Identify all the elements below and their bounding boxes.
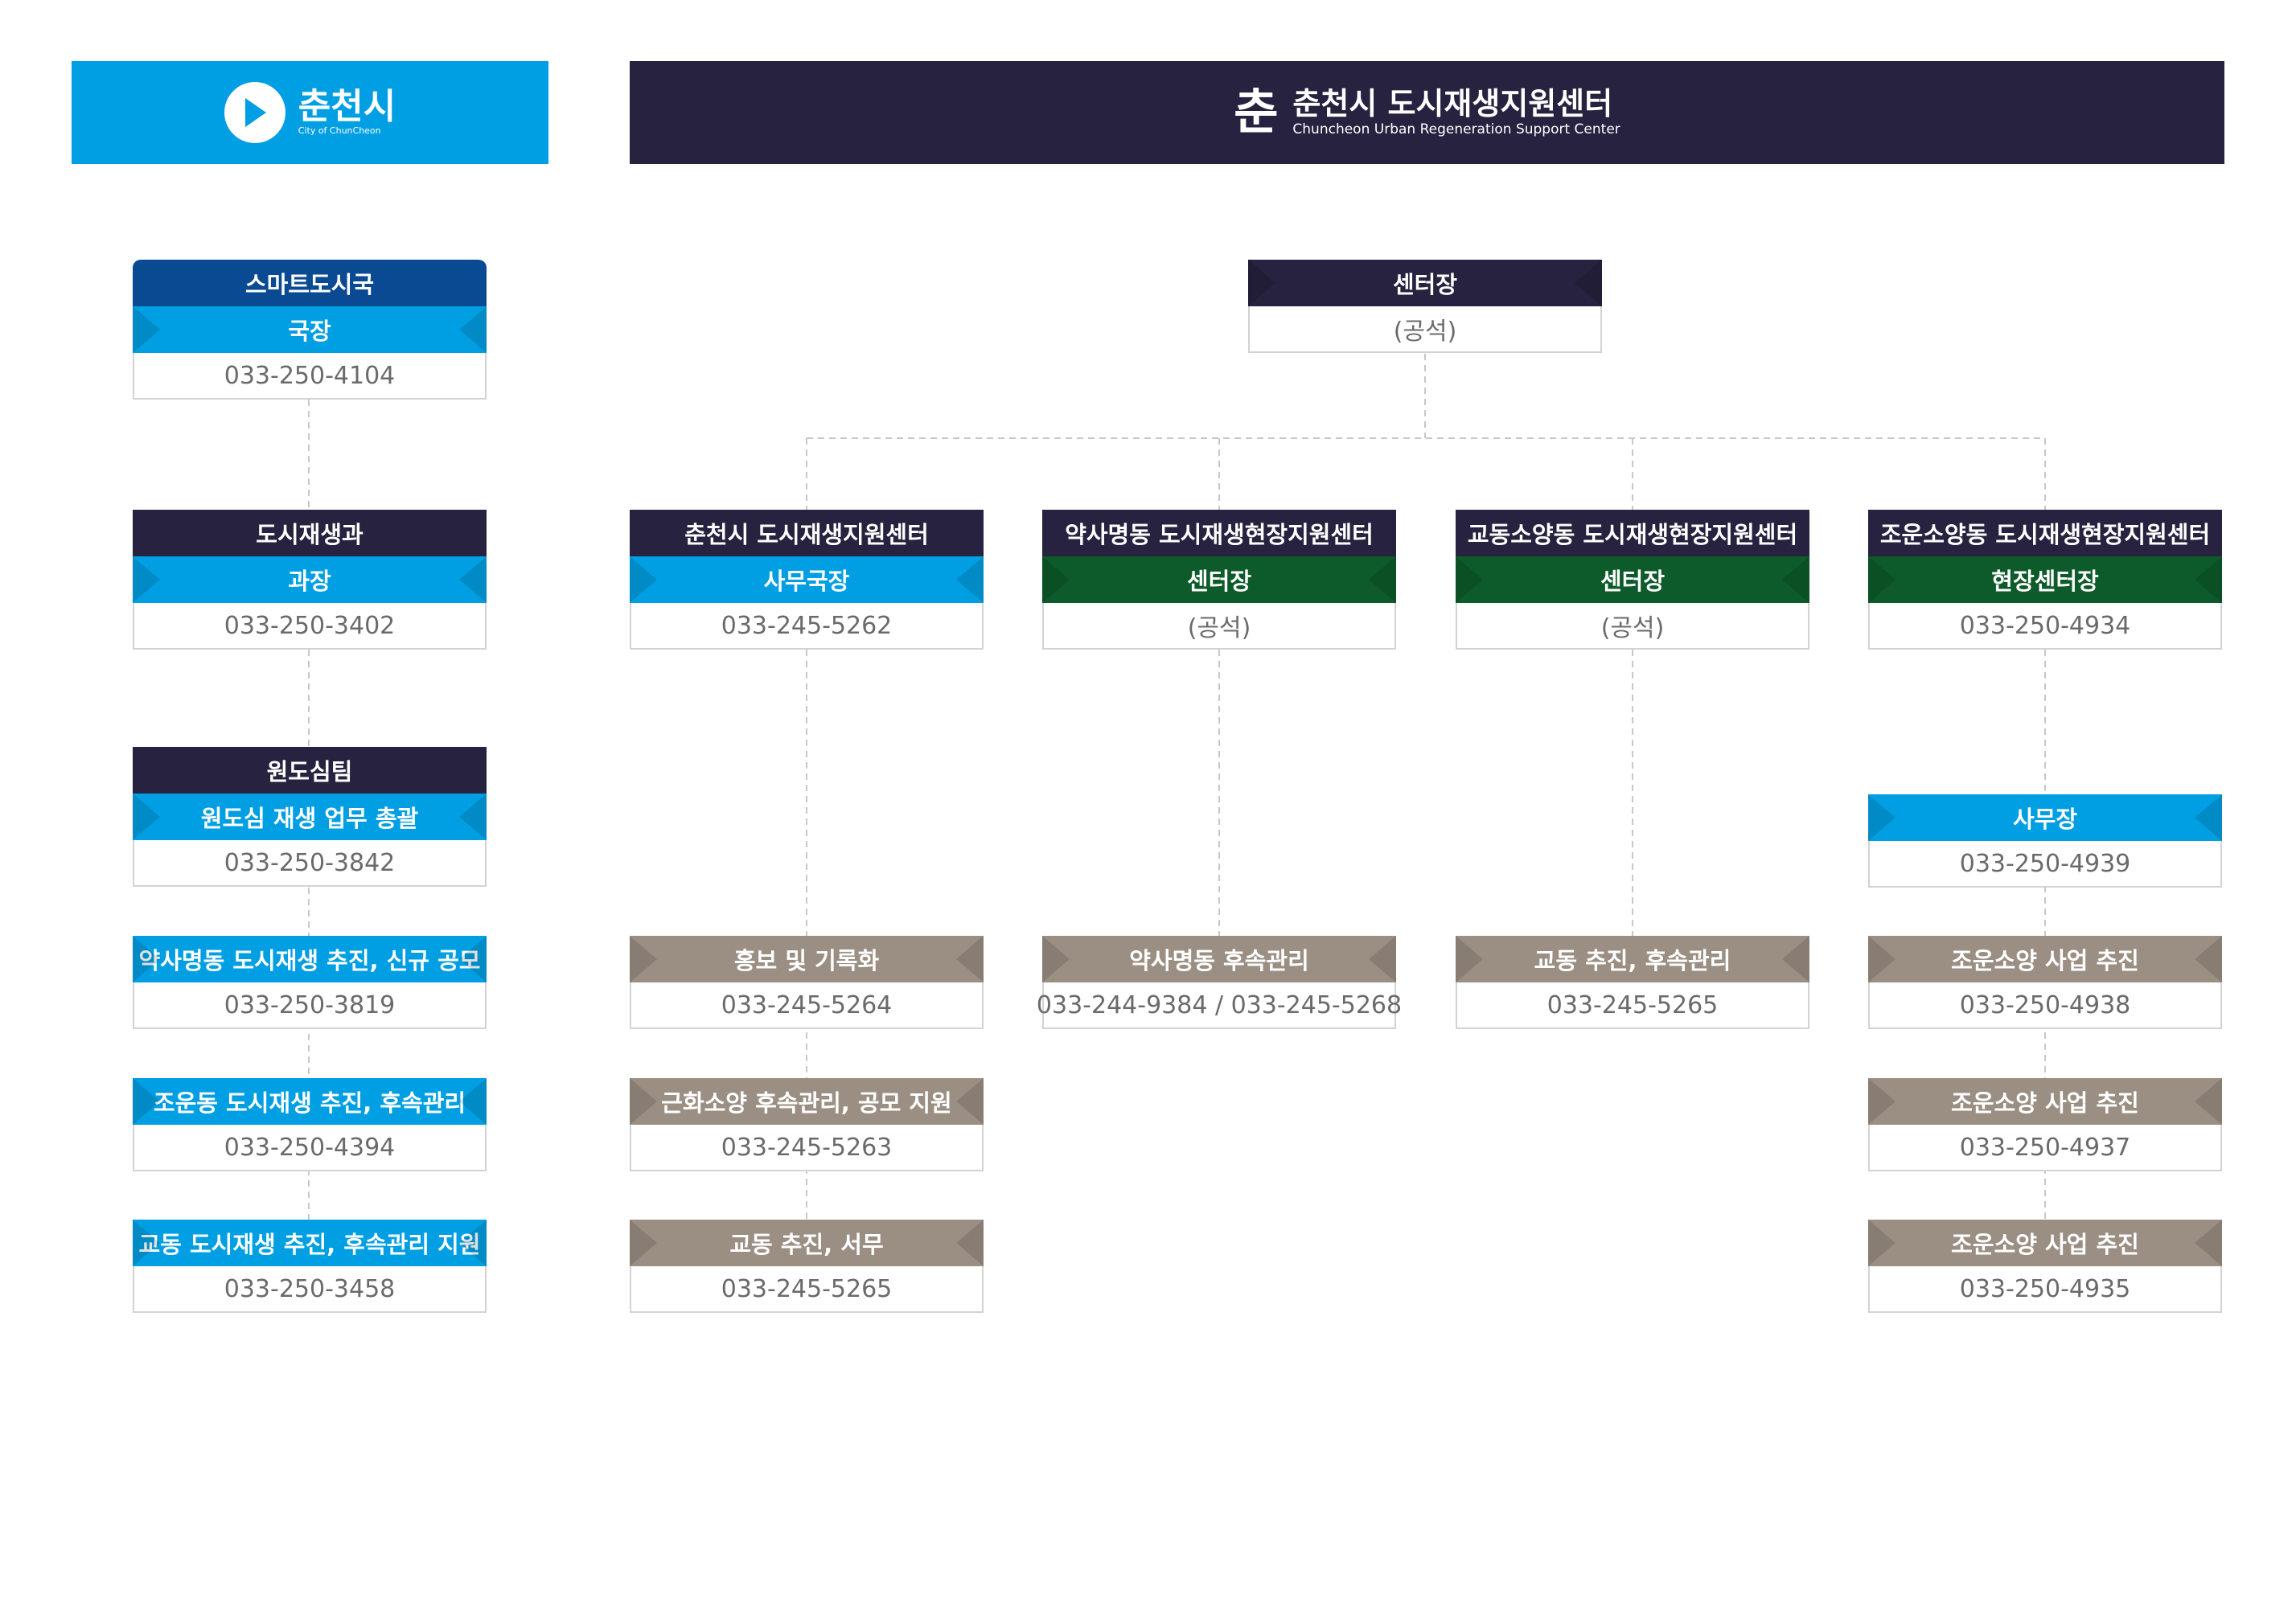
branch-role: 사무국장 [630, 556, 984, 603]
office-manager-role: 사무장 [1868, 794, 2222, 841]
branch-1-staff-card-1: 홍보 및 기록화 033-245-5264 [630, 936, 984, 1029]
city-banner: 춘천시 City of ChunCheon [72, 61, 548, 164]
branch-1-staff-card-2: 근화소양 후속관리, 공모 지원 033-245-5263 [630, 1078, 984, 1171]
branch-phone: (공석) [1042, 603, 1396, 650]
branch-card-4: 조운소양동 도시재생현장지원센터 현장센터장 033-250-4934 [1868, 510, 2222, 650]
office-manager-card: 사무장 033-250-4939 [1868, 794, 2222, 888]
branch-phone: (공석) [1456, 603, 1809, 650]
city-logo: 춘천시 City of ChunCheon [224, 82, 396, 143]
city-staff-phone: 033-250-3819 [133, 982, 487, 1029]
division-phone: 033-250-3402 [133, 603, 487, 650]
branch-phone: 033-245-5262 [630, 603, 984, 650]
office-manager-phone: 033-250-4939 [1868, 841, 2222, 888]
center-name: 춘천시 도시재생지원센터 [1292, 86, 1613, 121]
team-card: 원도심팀 원도심 재생 업무 총괄 033-250-3842 [133, 747, 487, 887]
staff-phone: 033-250-4937 [1868, 1125, 2222, 1171]
branch-title: 약사명동 도시재생현장지원센터 [1042, 510, 1396, 556]
branch-4-staff-card-2: 조운소양 사업 추진 033-250-4937 [1868, 1078, 2222, 1171]
center-head-card: 센터장 (공석) [1248, 260, 1602, 353]
city-staff-role: 약사명동 도시재생 추진, 신규 공모 [133, 936, 487, 982]
city-staff-card-2: 조운동 도시재생 추진, 후속관리 033-250-4394 [133, 1078, 487, 1171]
center-subtitle: Chuncheon Urban Regeneration Support Cen… [1292, 121, 1620, 137]
branch-title: 춘천시 도시재생지원센터 [630, 510, 984, 556]
branch-phone: 033-250-4934 [1868, 603, 2222, 650]
city-staff-card-3: 교동 도시재생 추진, 후속관리 지원 033-250-3458 [133, 1220, 487, 1313]
bureau-phone: 033-250-4104 [133, 353, 487, 400]
staff-phone: 033-250-4938 [1868, 982, 2222, 1029]
bureau-card: 스마트도시국 국장 033-250-4104 [133, 260, 487, 400]
staff-role: 교동 추진, 서무 [630, 1220, 984, 1266]
center-head-phone: (공석) [1248, 306, 1602, 353]
city-name: 춘천시 [298, 86, 396, 127]
division-card: 도시재생과 과장 033-250-3402 [133, 510, 487, 650]
staff-role: 근화소양 후속관리, 공모 지원 [630, 1078, 984, 1125]
branch-role: 센터장 [1042, 556, 1396, 603]
branch-2-staff-card-1: 약사명동 후속관리 033-244-9384 / 033-245-5268 [1037, 936, 1402, 1029]
staff-phone: 033-245-5264 [630, 982, 984, 1029]
center-head-title: 센터장 [1248, 260, 1602, 306]
center-logo: 춘 춘천시 도시재생지원센터 Chuncheon Urban Regenerat… [1234, 87, 1620, 138]
staff-phone: 033-245-5265 [630, 1266, 984, 1313]
center-banner: 춘 춘천시 도시재생지원센터 Chuncheon Urban Regenerat… [630, 61, 2224, 164]
staff-role: 약사명동 후속관리 [1042, 936, 1396, 982]
staff-phone: 033-250-4935 [1868, 1266, 2222, 1313]
staff-role: 교동 추진, 후속관리 [1456, 936, 1809, 982]
city-staff-phone: 033-250-4394 [133, 1125, 487, 1171]
center-logo-icon: 춘 [1234, 84, 1279, 141]
division-role: 과장 [133, 556, 487, 603]
staff-role: 조운소양 사업 추진 [1868, 936, 2222, 982]
city-staff-card-1: 약사명동 도시재생 추진, 신규 공모 033-250-3819 [133, 936, 487, 1029]
bureau-title: 스마트도시국 [133, 260, 487, 306]
city-staff-phone: 033-250-3458 [133, 1266, 487, 1313]
bureau-role: 국장 [133, 306, 487, 353]
division-title: 도시재생과 [133, 510, 487, 556]
staff-role: 조운소양 사업 추진 [1868, 1078, 2222, 1125]
branch-role: 센터장 [1456, 556, 1809, 603]
city-staff-role: 교동 도시재생 추진, 후속관리 지원 [133, 1220, 487, 1266]
staff-phone: 033-245-5263 [630, 1125, 984, 1171]
staff-role: 홍보 및 기록화 [630, 936, 984, 982]
branch-4-staff-card-3: 조운소양 사업 추진 033-250-4935 [1868, 1220, 2222, 1313]
branch-title: 교동소양동 도시재생현장지원센터 [1456, 510, 1809, 556]
city-staff-role: 조운동 도시재생 추진, 후속관리 [133, 1078, 487, 1125]
staff-phone: 033-245-5265 [1456, 982, 1809, 1029]
branch-card-3: 교동소양동 도시재생현장지원센터 센터장 (공석) [1456, 510, 1809, 650]
branch-role: 현장센터장 [1868, 556, 2222, 603]
branch-4-staff-card-1: 조운소양 사업 추진 033-250-4938 [1868, 936, 2222, 1029]
team-phone: 033-250-3842 [133, 840, 487, 887]
city-subtitle: City of ChunCheon [298, 125, 381, 136]
branch-card-1: 춘천시 도시재생지원센터 사무국장 033-245-5262 [630, 510, 984, 650]
staff-role: 조운소양 사업 추진 [1868, 1220, 2222, 1266]
branch-3-staff-card-1: 교동 추진, 후속관리 033-245-5265 [1456, 936, 1809, 1029]
city-logo-icon [224, 82, 285, 143]
team-title: 원도심팀 [133, 747, 487, 794]
team-role: 원도심 재생 업무 총괄 [133, 794, 487, 840]
branch-title: 조운소양동 도시재생현장지원센터 [1868, 510, 2222, 556]
staff-phone: 033-244-9384 / 033-245-5268 [1037, 982, 1402, 1029]
branch-card-2: 약사명동 도시재생현장지원센터 센터장 (공석) [1042, 510, 1396, 650]
branch-1-staff-card-3: 교동 추진, 서무 033-245-5265 [630, 1220, 984, 1313]
